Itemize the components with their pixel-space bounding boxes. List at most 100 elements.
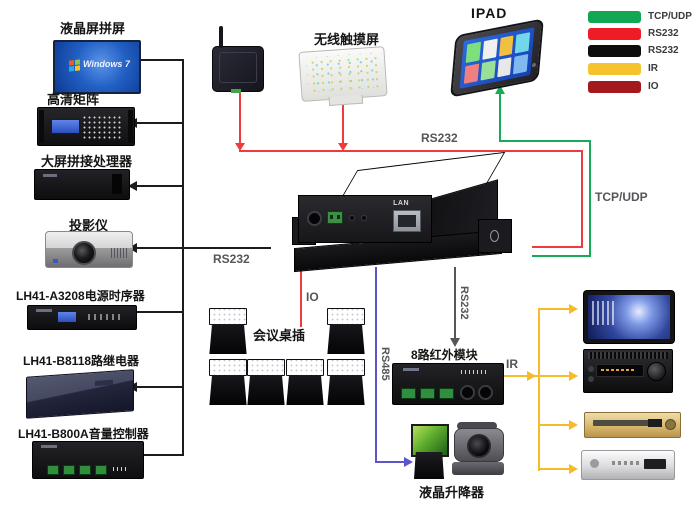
central-controller-device: LAN xyxy=(292,151,512,273)
arrowhead-right-icon xyxy=(569,464,578,474)
legend-swatch-io xyxy=(588,81,641,93)
ipad-home-button xyxy=(531,62,537,68)
receiver-connector xyxy=(231,89,241,93)
video-wall-processor-label: 大屏拼接处理器 xyxy=(41,154,133,169)
lan-port-label: LAN xyxy=(393,200,409,207)
tcpudp-return-line xyxy=(532,255,591,257)
video-wall-processor-device xyxy=(34,169,130,200)
conference-table-socket xyxy=(209,359,247,405)
touchscreen-drop-line xyxy=(342,98,344,144)
lcd-wall-label: 液晶屏拼屏 xyxy=(60,21,126,36)
receiver-panel xyxy=(219,52,257,83)
ir-branch-tv xyxy=(538,308,571,310)
legend-label-rs232-red: RS232 xyxy=(648,28,679,39)
tcpudp-top-line xyxy=(499,140,591,142)
arrowhead-down-icon xyxy=(338,143,348,151)
rs232-wireless-v-line xyxy=(581,150,583,248)
volume-terminals xyxy=(47,465,117,475)
camera-handle xyxy=(457,422,497,430)
rs485-v-line xyxy=(375,267,377,463)
projector-indicator xyxy=(53,259,58,263)
projector-lens xyxy=(72,241,96,265)
device-logo xyxy=(403,368,419,371)
bus-branch-line-projector xyxy=(136,247,271,249)
rs232-wireless-return-line xyxy=(532,246,583,248)
volume-leds xyxy=(113,467,129,471)
ir-label: IR xyxy=(506,357,518,371)
amp-vents xyxy=(588,352,668,359)
wireless-receiver-drop-line xyxy=(239,90,241,144)
av-receiver-device xyxy=(583,349,673,393)
legend-label-io: IO xyxy=(648,81,659,92)
conference-table-socket xyxy=(327,359,365,405)
lan-port xyxy=(393,210,421,232)
conference-table-socket xyxy=(286,359,324,405)
legend-swatch-rs232-red xyxy=(588,28,641,40)
arrowhead-right-icon xyxy=(527,371,536,381)
rack-ear xyxy=(39,110,44,143)
hd-matrix-label: 高清矩阵 xyxy=(47,92,100,107)
ipad-label: IPAD xyxy=(471,5,508,21)
ir-bus-v-line xyxy=(538,309,540,471)
volume-controller-device xyxy=(32,441,144,479)
rs232-ir-label: RS232 xyxy=(458,286,470,320)
relay-unit-label: LH41-B8118路继电器 xyxy=(23,354,140,368)
arrowhead-down-icon xyxy=(450,338,460,347)
projector-vent xyxy=(111,248,127,258)
conference-table-socket xyxy=(327,308,365,354)
volume-controller-label: LH41-B800A音量控制器 xyxy=(18,427,149,441)
tv-screen-graphics xyxy=(592,301,614,325)
controller-front-panel: LAN xyxy=(298,195,432,243)
bus-branch-line xyxy=(136,311,183,313)
device-logo xyxy=(43,174,57,177)
legend-label-rs232-black: RS232 xyxy=(648,45,679,56)
ir-branch-dvd xyxy=(538,424,571,426)
rs232-left-label: RS232 xyxy=(213,252,250,266)
windows-logo-icon xyxy=(69,59,80,72)
arrowhead-right-icon xyxy=(569,420,578,430)
conference-table-socket xyxy=(209,308,247,354)
power-sequencer-label: LH41-A3208电源时序器 xyxy=(16,289,145,303)
bus-branch-line xyxy=(136,122,183,124)
amp-knob xyxy=(588,366,594,372)
reset-button xyxy=(349,215,355,221)
controller-flange xyxy=(478,219,512,253)
stb-logo xyxy=(590,459,599,468)
ipad-screen xyxy=(459,27,535,89)
legend-swatch-tcpudp xyxy=(588,11,641,23)
ir-module-label: 8路红外模块 xyxy=(411,348,478,362)
projector-device xyxy=(45,231,133,268)
ir-branch-stb xyxy=(538,468,571,470)
restore-button xyxy=(361,215,367,221)
amp-knob xyxy=(588,376,594,382)
projector-label: 投影仪 xyxy=(69,218,109,233)
power-terminal-block xyxy=(327,211,343,224)
dvd-display xyxy=(648,419,662,427)
sequencer-switches xyxy=(88,314,122,320)
legend-swatch-ir xyxy=(588,63,641,75)
ir-module-leds xyxy=(461,370,487,374)
device-logo xyxy=(41,445,57,448)
legend-swatch-rs232-black xyxy=(588,45,641,57)
camera-lens xyxy=(467,434,491,458)
ptz-camera-head xyxy=(454,428,504,462)
rs232-ir-line xyxy=(454,267,456,339)
ptz-camera-base xyxy=(452,462,504,475)
bus-branch-line xyxy=(136,185,183,187)
arrowhead-left-icon xyxy=(128,181,137,191)
power-sequencer-device xyxy=(27,305,137,330)
arrowhead-right-icon xyxy=(404,457,413,467)
legend-label-tcpudp: TCP/UDP xyxy=(648,11,692,22)
dvd-knob xyxy=(665,419,676,430)
ir-terminals xyxy=(401,388,454,399)
relay-unit-device xyxy=(26,369,134,419)
ipad-device xyxy=(450,18,544,98)
rack-ear xyxy=(128,110,133,143)
rs485-label: RS485 xyxy=(379,347,391,381)
ir-connector xyxy=(478,385,493,400)
sequencer-display xyxy=(58,312,76,322)
lcd-lifter-pedestal xyxy=(414,452,444,479)
hd-matrix-device xyxy=(37,107,135,146)
tcpudp-right-line xyxy=(589,140,591,257)
